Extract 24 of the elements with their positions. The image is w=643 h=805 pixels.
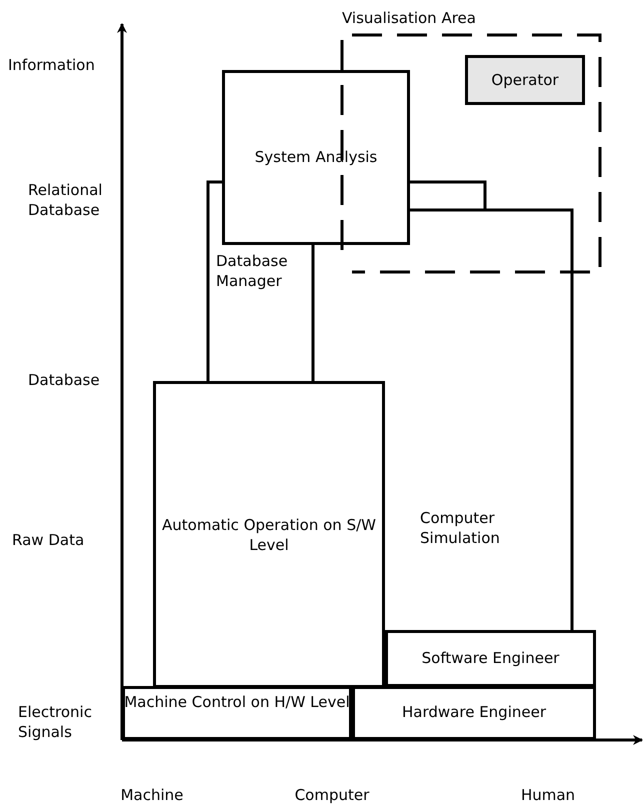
area-title: Visualisation Area	[342, 8, 477, 28]
node-label: Machine Control on H/W Level	[123, 692, 351, 712]
process-box	[122, 686, 352, 740]
process-box	[352, 686, 596, 740]
axis-category-label: Human	[520, 785, 576, 805]
region-outline	[208, 182, 313, 381]
axis-category-label: Computer	[294, 785, 370, 805]
node-label: Database Manager	[216, 251, 289, 291]
node-label: Computer Simulation	[420, 508, 501, 548]
node-label: Hardware Engineer	[401, 702, 547, 722]
process-box	[222, 70, 410, 245]
process-box	[385, 630, 596, 687]
axis-category-label: Electronic Signals	[18, 702, 93, 742]
node-label: Operator	[490, 70, 560, 90]
axis-category-label: Database	[28, 370, 101, 390]
region-outline	[410, 182, 572, 630]
node-label: Software Engineer	[420, 648, 560, 668]
process-box	[465, 55, 585, 105]
axis-category-label: Information	[8, 55, 96, 75]
axis-category-label: Machine	[120, 785, 184, 805]
axis-category-label: Raw Data	[12, 530, 86, 550]
node-label: Automatic Operation on S/W Level	[161, 515, 377, 555]
axis-category-label: Relational Database	[28, 180, 104, 220]
process-box	[153, 381, 385, 688]
